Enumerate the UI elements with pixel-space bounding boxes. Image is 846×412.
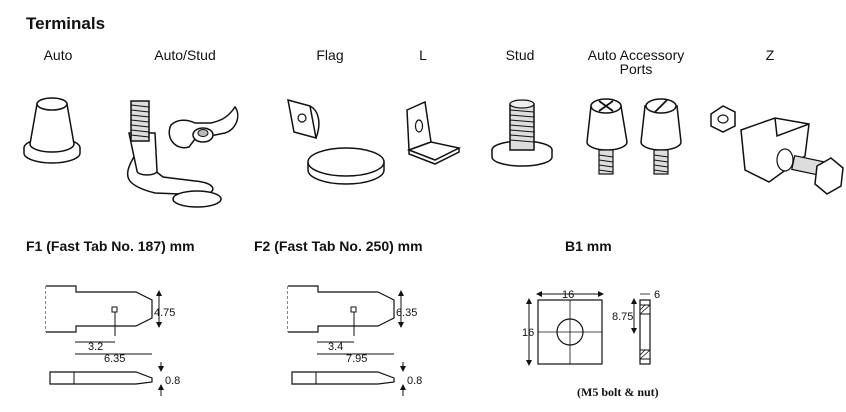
f1-thickness-label: 0.8: [165, 375, 180, 387]
terminal-label-auto: Auto: [43, 47, 73, 63]
z-terminal-icon: [705, 96, 845, 216]
f2-drawing: 6.35 3.4 7.95 0.8: [282, 280, 442, 407]
f2-title: F2 (Fast Tab No. 250) mm: [254, 238, 423, 254]
b1-note: (M5 bolt & nut): [577, 385, 659, 399]
b1-drawing: 16 16 8.75 6: [520, 284, 680, 381]
terminal-label-z: Z: [765, 47, 775, 63]
f1-title: F1 (Fast Tab No. 187) mm: [26, 238, 195, 254]
b1-hole-offset-label: 8.75: [612, 311, 633, 323]
f2-width-label: 6.35: [396, 307, 417, 319]
b1-thickness-label: 6: [654, 289, 660, 301]
b1-width-label: 16: [562, 289, 574, 301]
f1-drawing: 4.75 3.2 6.35 0.8: [40, 280, 200, 407]
f1-width-label: 4.75: [154, 307, 175, 319]
terminal-label-l: L: [419, 47, 427, 63]
terminal-label-auto-stud: Auto/Stud: [154, 47, 216, 63]
page-title: Terminals: [26, 14, 106, 33]
b1-title: B1 mm: [565, 238, 612, 254]
f2-offset-label: 3.4: [328, 341, 343, 353]
terminal-label-stud: Stud: [505, 47, 535, 63]
accessory-ports-terminal-icon: [583, 94, 693, 189]
auto-terminal-icon: [20, 92, 90, 177]
b1-height-label: 16: [522, 327, 534, 339]
flag-terminal-icon: [282, 96, 392, 201]
stud-terminal-icon: [488, 98, 558, 178]
f2-length-label: 7.95: [346, 353, 367, 365]
f1-offset-label: 3.2: [88, 341, 103, 353]
f2-thickness-label: 0.8: [407, 375, 422, 387]
terminal-label-flag: Flag: [316, 47, 344, 63]
l-terminal-icon: [397, 98, 467, 173]
auto-stud-terminal-icon: [115, 95, 265, 220]
f1-length-label: 6.35: [104, 353, 125, 365]
terminal-label-accessory-ports: Auto Accessory Ports: [587, 47, 685, 77]
